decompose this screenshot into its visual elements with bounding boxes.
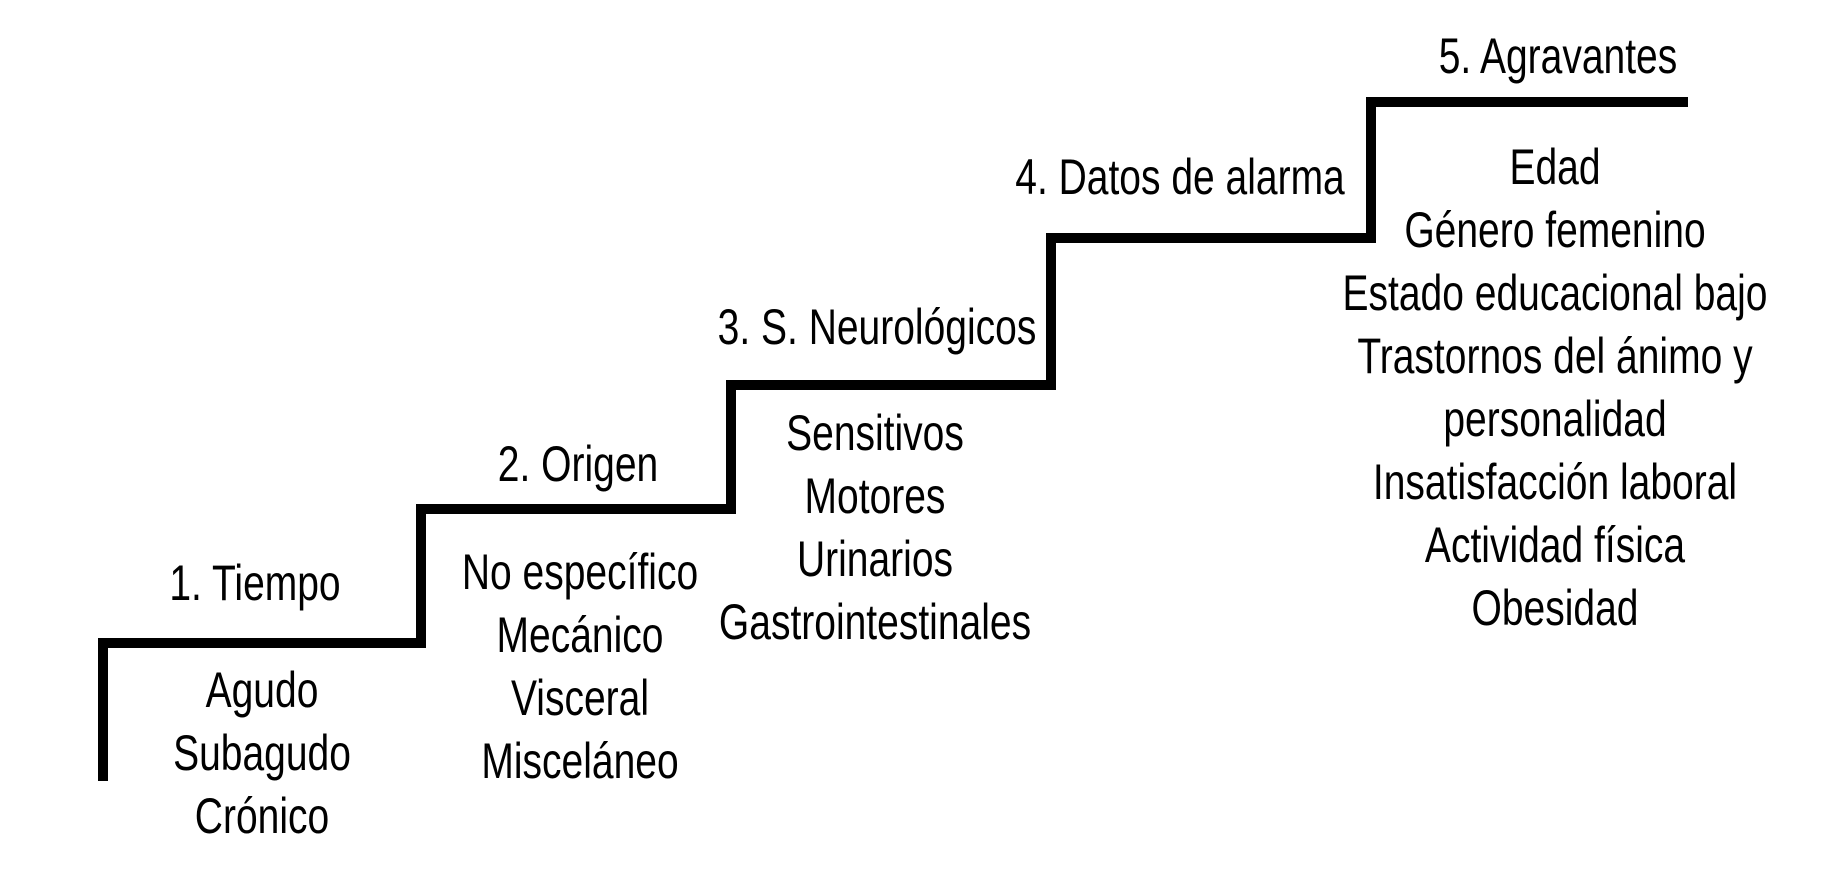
step-5-item: Trastornos del ánimo y personalidad [1357,328,1753,447]
step-3-item: Urinarios [796,531,954,587]
step-5-item: Obesidad [1471,580,1639,636]
step-2-label: 2. Origen [497,436,659,492]
step-5-label: 5. Agravantes [1438,28,1678,84]
staircase-line [98,97,1688,781]
step-3-label: 3. S. Neurológicos [717,299,1037,355]
step-2-item: Mecánico [496,607,664,663]
step-1-item: Agudo [205,662,319,718]
step-2-item: No específico [461,544,699,600]
step-1-item: Crónico [194,788,330,844]
step-5-item: Género femenino [1404,202,1706,258]
step-1-label: 1. Tiempo [169,555,341,611]
step-4-label: 4. Datos de alarma [1015,149,1345,205]
step-2-item: Misceláneo [481,733,679,789]
step-2-items: No específico Mecánico Visceral Miscelán… [346,541,814,793]
step-3-items: Sensitivos Motores Urinarios Gastrointes… [641,402,1109,654]
step-3-item: Motores [804,468,946,524]
step-5-item: Actividad física [1424,517,1686,573]
step-1-items: Agudo Subagudo Crónico [28,659,496,848]
step-2-item: Visceral [510,670,650,726]
step-3-item: Gastrointestinales [718,594,1032,650]
step-1-item: Subagudo [173,725,351,781]
step-5-item: Edad [1509,139,1601,195]
step-5-item: Insatisfacción laboral [1372,454,1738,510]
step-5-item: Estado educacional bajo [1342,265,1768,321]
step-5-items: Edad Género femenino Estado educacional … [1321,136,1789,640]
step-3-item: Sensitivos [786,405,964,461]
